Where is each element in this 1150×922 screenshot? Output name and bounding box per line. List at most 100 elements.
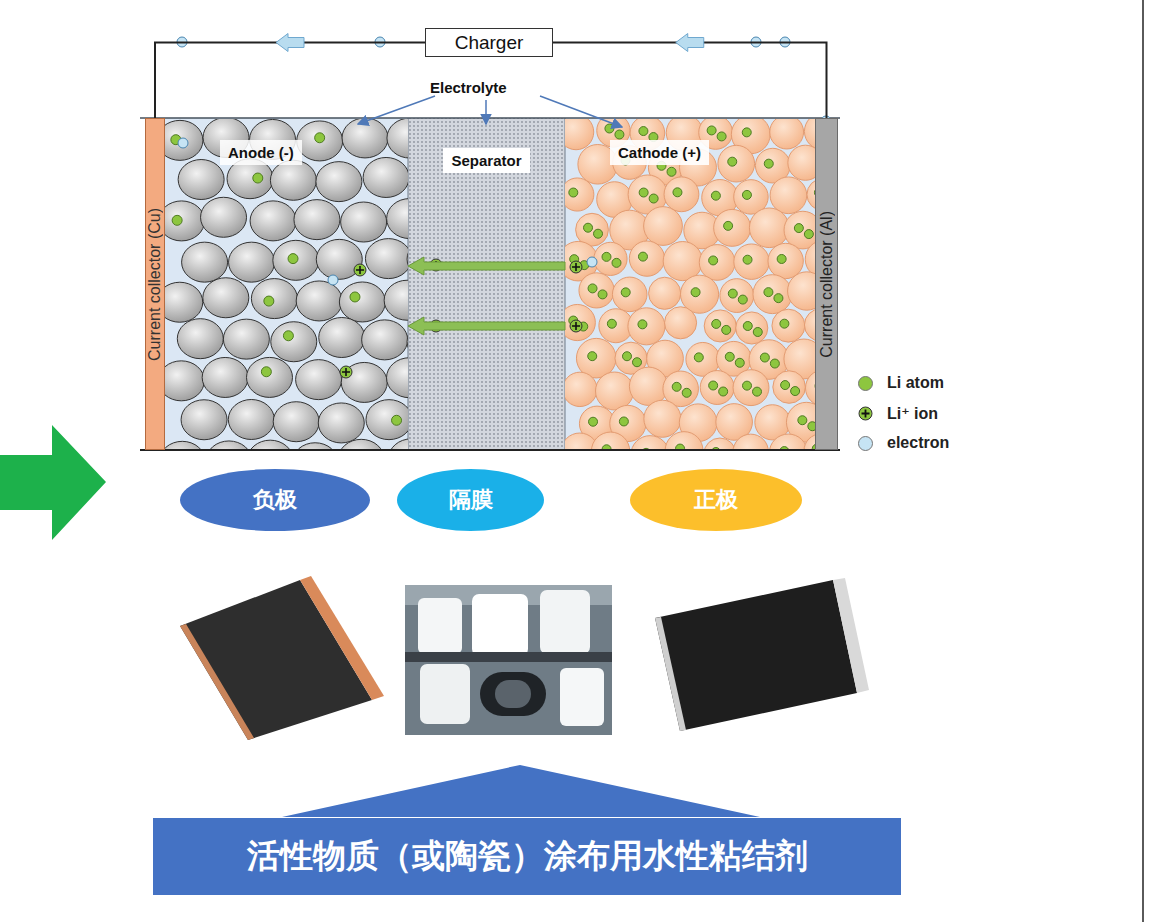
graphite-particle: [362, 320, 408, 360]
li-atom-dot: [619, 417, 628, 426]
li-atom-dot: [753, 327, 762, 336]
li-atom-dot: [588, 352, 597, 361]
li-atom-dot: [725, 352, 734, 361]
art-part: [180, 624, 254, 740]
li-atom-dot: [780, 447, 789, 449]
node-text: Current collector (Cu): [146, 208, 164, 361]
art-part: [342, 368, 350, 376]
graphite-particle: [165, 441, 205, 449]
li-atom-dot: [722, 325, 731, 334]
oxide-particle: [704, 438, 736, 449]
oxide-particle: [768, 243, 803, 278]
cell-outline: [140, 117, 840, 119]
legend: Li atomLi⁺ ionelectron: [858, 368, 949, 458]
node-text: Current collector (Al): [818, 211, 836, 358]
graphite-particle: [294, 200, 340, 240]
art-part: [354, 264, 366, 276]
art-part: [655, 617, 686, 731]
art-part: [177, 37, 187, 47]
graphite-particle: [223, 319, 269, 359]
art-part: [432, 322, 440, 330]
li-atom-dot: [728, 157, 737, 166]
current-arrow: [276, 34, 304, 52]
graphite-particle: [177, 319, 223, 359]
legend-row: Li atom: [858, 368, 949, 398]
li-atom-dot: [672, 382, 681, 391]
graphite-particle: [363, 157, 408, 197]
li-atom-dot: [264, 296, 274, 306]
legend-swatch: [858, 436, 873, 451]
li-atom-dot: [392, 415, 402, 425]
legend-swatch: [858, 376, 873, 391]
graphite-particle: [388, 439, 408, 449]
li-atom-dot: [598, 290, 607, 299]
oxide-particle: [628, 308, 665, 345]
oxide-particle: [565, 372, 597, 406]
oxide-particle: [749, 208, 789, 248]
li-atom-dot: [584, 223, 593, 232]
li-atom-dot: [632, 358, 641, 367]
anode-region: Anode (-): [165, 118, 408, 450]
art-part: [340, 366, 352, 378]
art-part: [572, 322, 580, 330]
legend-row: Li⁺ ion: [858, 398, 949, 428]
graphite-particle: [251, 279, 297, 319]
li-atom-dot: [777, 254, 786, 263]
anode-sheet-photo: [180, 576, 384, 740]
art-part: [430, 320, 442, 332]
component-oval: 正极: [630, 469, 802, 531]
legend-text: Li atom: [887, 374, 944, 392]
li-atom-dot: [709, 381, 718, 390]
node-text: Anode (-): [220, 140, 302, 165]
oxide-particle: [629, 367, 667, 405]
oxide-particle: [788, 145, 815, 180]
li-atom-dot: [808, 422, 815, 431]
oxide-particle: [665, 307, 697, 339]
li-atom-dot: [728, 289, 737, 298]
li-atom-dot: [253, 173, 263, 183]
li-atom-dot: [682, 388, 691, 397]
oval-shape: [180, 469, 370, 531]
li-atom-dot: [743, 321, 752, 330]
graphite-particle: [341, 202, 387, 242]
li-atom-dot: [717, 132, 726, 141]
node-text: Charger: [455, 32, 524, 54]
connector: [408, 257, 565, 275]
li-atom-dot: [742, 190, 751, 199]
oxide-particle: [714, 209, 751, 246]
li-atom-dot: [719, 387, 728, 396]
oxide-particle: [805, 370, 815, 406]
graphite-particle: [182, 242, 228, 282]
li-atom-dot: [753, 387, 762, 396]
li-atom-dot: [288, 254, 298, 264]
legend-row: electron: [858, 428, 949, 458]
graphite-particle: [273, 240, 319, 280]
node-text: 负极: [253, 485, 297, 515]
graphite-particle: [296, 281, 342, 321]
graphite-particle: [292, 443, 338, 449]
li-atom-dot: [642, 448, 651, 449]
graphite-particle: [339, 282, 385, 322]
graphite-particle: [165, 120, 203, 160]
li-atom-dot: [638, 252, 647, 261]
current-collector: Current collector (Cu): [145, 118, 165, 450]
oxide-particle: [596, 372, 634, 410]
oxide-particle: [734, 244, 769, 279]
graphite-particle: [407, 239, 408, 279]
graphite-particle: [181, 400, 227, 440]
oxide-particle: [770, 119, 804, 149]
graphite-particle: [384, 280, 408, 320]
graphite-particle: [165, 201, 205, 241]
oxide-particle: [804, 309, 815, 341]
graphite-particle: [273, 402, 319, 442]
cathode-particles: [565, 119, 815, 449]
li-atom-dot: [743, 255, 752, 264]
page-border: [1142, 0, 1144, 922]
separator-fill: [408, 118, 565, 450]
art-part: [432, 261, 440, 269]
graphite-particle: [201, 197, 247, 237]
art-part: [495, 680, 531, 708]
li-atom-dot: [764, 159, 773, 168]
li-atom-dot: [605, 124, 614, 133]
